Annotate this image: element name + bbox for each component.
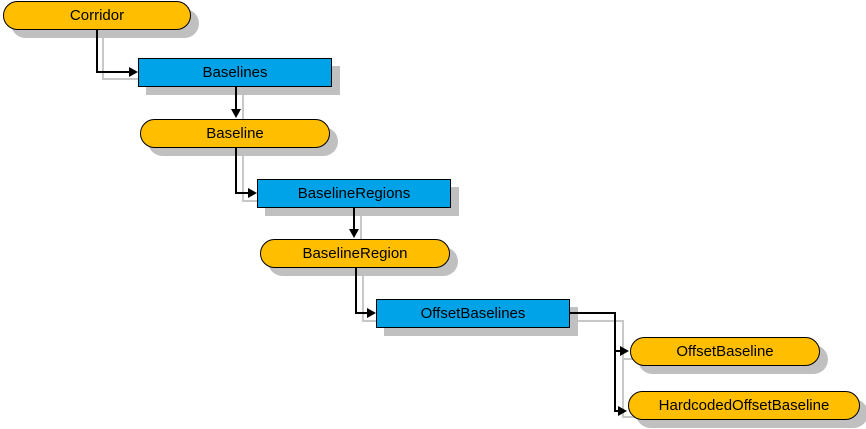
edge-shadow-offsets-trunk-v: [622, 320, 624, 418]
node-offset-baseline[interactable]: OffsetBaseline: [630, 337, 820, 366]
edge-corridor-baselines-arrowhead: [129, 67, 138, 77]
edge-shadow-baseline-regions-v: [242, 154, 244, 200]
edge-corridor-baselines-v: [96, 30, 98, 73]
edge-shadow-offsets-trunk-h: [576, 320, 624, 322]
node-offset-baselines-label: OffsetBaselines: [420, 304, 526, 322]
node-offset-baseline-label: OffsetBaseline: [676, 342, 774, 360]
edge-shadow-baselines-baseline-v: [242, 93, 244, 125]
edge-shadow-regions-region-v: [360, 214, 362, 245]
edge-baseline-regions-h: [235, 192, 250, 194]
edge-baseline-regions-arrowhead: [248, 188, 257, 198]
node-corridor-label: Corridor: [69, 6, 125, 24]
edge-offsets-offsetbaseline-h: [614, 350, 622, 352]
edge-offsets-hardcoded-arrowhead: [618, 406, 627, 416]
edge-shadow-region-offsets-h: [362, 320, 388, 322]
node-baseline-region-label: BaselineRegion: [302, 244, 408, 262]
node-baseline[interactable]: Baseline: [140, 119, 330, 148]
edge-region-offsets-v: [355, 268, 357, 314]
node-baseline-regions-label: BaselineRegions: [297, 184, 411, 202]
edge-shadow-offsets-leaf2-h: [622, 416, 640, 418]
node-corridor[interactable]: Corridor: [3, 1, 191, 30]
edge-shadow-baseline-regions-h: [242, 200, 268, 202]
edge-regions-region-arrowhead: [349, 229, 359, 238]
edge-shadow-corridor-baselines-v: [102, 36, 104, 78]
edge-baseline-regions-v: [235, 148, 237, 194]
node-hardcoded-offset-baseline[interactable]: HardcodedOffsetBaseline: [628, 391, 860, 420]
edge-shadow-corridor-baselines-h: [102, 78, 146, 80]
edge-offsets-offsetbaseline-arrowhead: [620, 346, 629, 356]
edge-offsets-trunk-v: [614, 312, 616, 412]
node-offset-baselines[interactable]: OffsetBaselines: [376, 299, 570, 328]
edge-region-offsets-h: [355, 312, 369, 314]
node-hardcoded-offset-baseline-label: HardcodedOffsetBaseline: [658, 396, 830, 414]
edge-regions-region-v: [353, 208, 355, 230]
node-baselines[interactable]: Baselines: [138, 58, 332, 87]
edge-shadow-region-offsets-v: [362, 274, 364, 320]
node-baseline-region[interactable]: BaselineRegion: [260, 239, 450, 268]
node-baselines-label: Baselines: [202, 63, 268, 81]
node-baseline-regions[interactable]: BaselineRegions: [257, 179, 451, 208]
edge-baselines-baseline-arrowhead: [231, 109, 241, 118]
edge-offsets-hardcoded-h: [614, 410, 620, 412]
edge-corridor-baselines-h: [96, 71, 130, 73]
edge-baselines-baseline-v: [235, 87, 237, 110]
edge-offsets-trunk-h: [570, 312, 616, 314]
node-baseline-label: Baseline: [206, 124, 264, 142]
edge-region-offsets-arrowhead: [367, 308, 376, 318]
